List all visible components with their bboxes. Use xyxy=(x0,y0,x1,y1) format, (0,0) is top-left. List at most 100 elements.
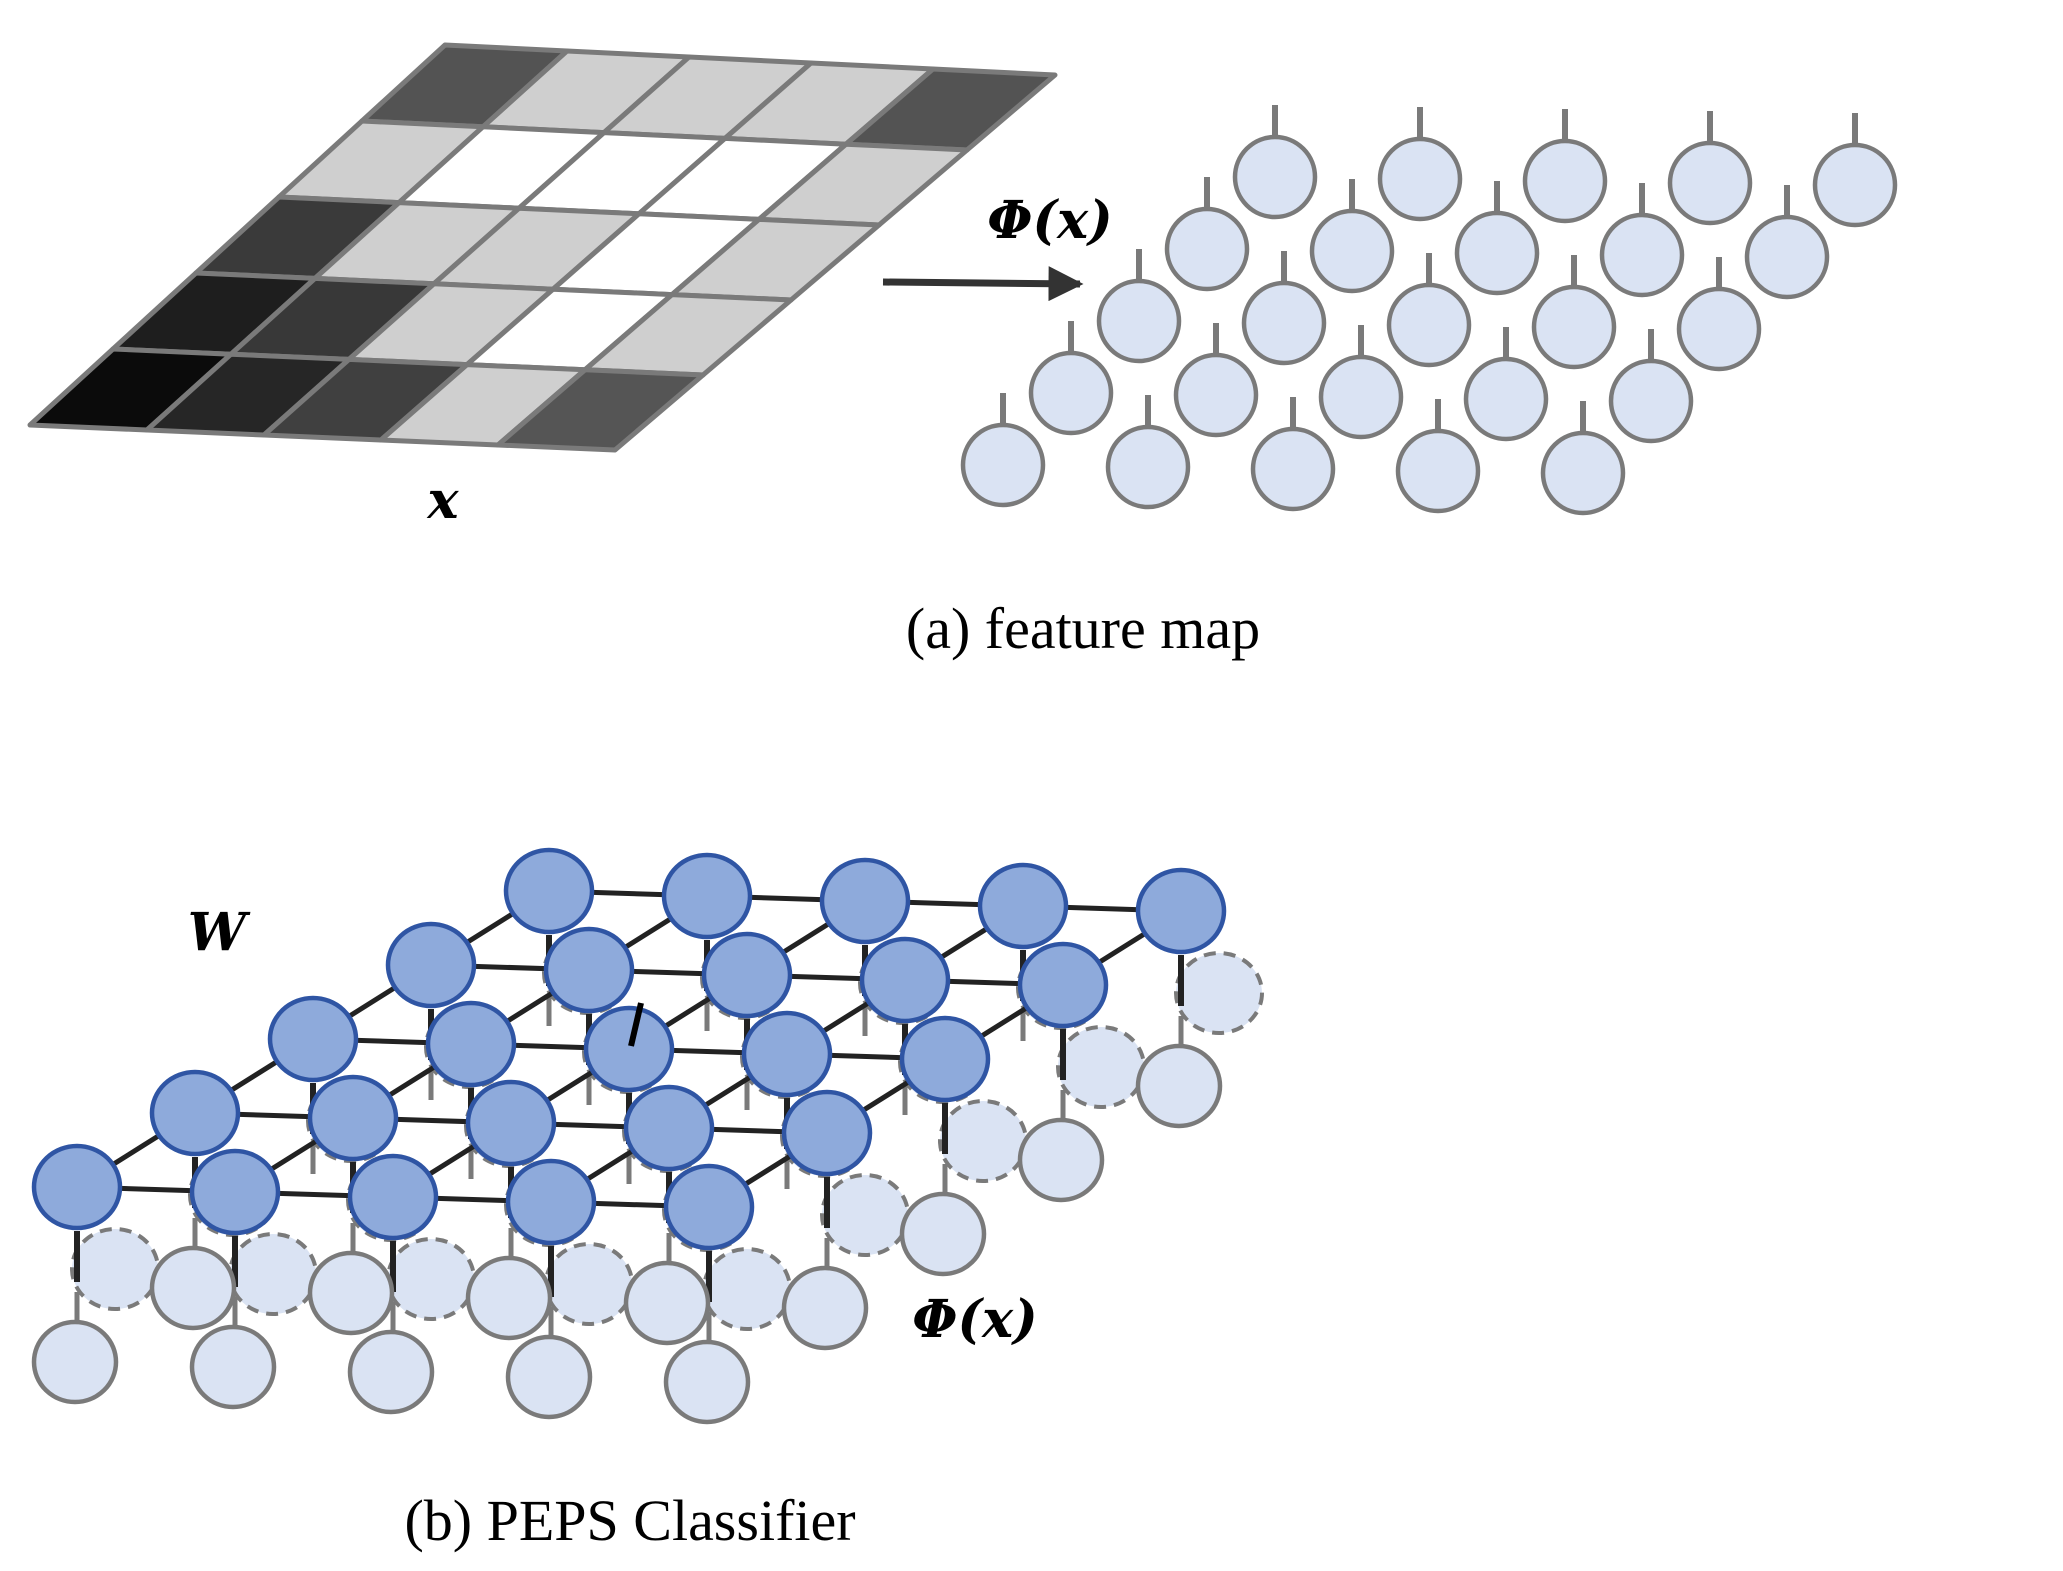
feature-map-label: Φ(x) xyxy=(987,190,1113,251)
ghost-node xyxy=(1174,951,1264,1035)
feature-circle xyxy=(1386,282,1472,368)
tensor-node xyxy=(859,936,951,1024)
feature-node xyxy=(1395,399,1481,514)
tensor-node xyxy=(781,1089,873,1177)
feature-node xyxy=(1135,1043,1223,1129)
feature-circle xyxy=(960,422,1046,508)
tensor-node xyxy=(505,1158,597,1246)
pixel-cell xyxy=(495,367,706,453)
feature-node xyxy=(1454,181,1540,296)
feature-node xyxy=(1540,401,1626,516)
feature-node xyxy=(505,1334,593,1420)
feature-node xyxy=(1017,1117,1105,1203)
feature-node xyxy=(960,393,1046,508)
feature-node xyxy=(1105,395,1191,510)
feature-circle xyxy=(1164,206,1250,292)
tensor-node xyxy=(663,1163,755,1251)
tensor-node xyxy=(661,852,753,940)
tensor-node xyxy=(465,1079,557,1167)
tensor-node xyxy=(819,857,911,945)
feature-node xyxy=(1812,113,1898,228)
pixel-grid xyxy=(27,42,1058,453)
caption-a: (a) feature map xyxy=(906,596,1260,661)
feature-node xyxy=(1241,251,1327,366)
tensor-node xyxy=(701,931,793,1019)
feature-node xyxy=(1744,185,1830,300)
feature-node xyxy=(465,1255,553,1341)
tensor-node xyxy=(1135,867,1227,955)
feature-circle xyxy=(1744,214,1830,300)
feature-circle xyxy=(1599,212,1685,298)
feature-node xyxy=(663,1339,751,1425)
feature-node xyxy=(1667,111,1753,226)
ghost-node xyxy=(1056,1025,1146,1109)
feature-node xyxy=(1028,321,1114,436)
feature-node xyxy=(1096,249,1182,364)
tensor-node xyxy=(1017,941,1109,1029)
feature-node xyxy=(781,1265,869,1351)
caption-b: (b) PEPS Classifier xyxy=(404,1488,855,1553)
tensor-node xyxy=(623,1084,715,1172)
feature-node xyxy=(1377,107,1463,222)
tensor-node xyxy=(899,1015,991,1103)
feature-circle xyxy=(1028,350,1114,436)
ghost-node xyxy=(386,1237,476,1321)
feature-circle xyxy=(1232,134,1318,220)
feature-circle xyxy=(1463,356,1549,442)
ghost-node xyxy=(70,1227,160,1311)
tensor-node xyxy=(385,921,477,1009)
tensor-node xyxy=(543,926,635,1014)
tensor-node xyxy=(583,1005,675,1093)
feature-circle xyxy=(1395,428,1481,514)
feature-label: Φ(x) xyxy=(912,1289,1038,1350)
tensor-node xyxy=(189,1148,281,1236)
feature-node xyxy=(1608,329,1694,444)
label-leg xyxy=(628,1002,644,1047)
feature-circle xyxy=(1241,280,1327,366)
feature-node xyxy=(899,1191,987,1277)
feature-circle xyxy=(1812,142,1898,228)
feature-circle xyxy=(1318,354,1404,440)
feature-circle xyxy=(1377,136,1463,222)
feature-nodes xyxy=(960,105,1898,516)
feature-circle xyxy=(1667,140,1753,226)
peps-network xyxy=(31,847,1264,1425)
tensor-node xyxy=(425,1000,517,1088)
feature-circle xyxy=(1173,352,1259,438)
feature-circle xyxy=(1608,358,1694,444)
feature-node xyxy=(1250,397,1336,512)
ghost-node xyxy=(702,1247,792,1331)
feature-node xyxy=(347,1329,435,1415)
feature-circle xyxy=(1531,284,1617,370)
tensor-node xyxy=(149,1069,241,1157)
input-label: x xyxy=(426,470,459,531)
feature-circle xyxy=(1250,426,1336,512)
feature-circle xyxy=(1105,424,1191,510)
feature-circle xyxy=(1454,210,1540,296)
tensor-node xyxy=(977,862,1069,950)
feature-node xyxy=(1173,323,1259,438)
feature-node xyxy=(1164,177,1250,292)
ghost-node xyxy=(228,1232,318,1316)
tensor-node xyxy=(307,1074,399,1162)
feature-circle xyxy=(1522,138,1608,224)
feature-map-arrow xyxy=(882,266,1084,302)
panel-a: x Φ(x) (a) feature map xyxy=(27,42,1898,661)
tensor-node xyxy=(347,1153,439,1241)
feature-node xyxy=(149,1245,237,1331)
ghost-node xyxy=(938,1099,1028,1183)
feature-node xyxy=(1232,105,1318,220)
feature-node xyxy=(1386,253,1472,368)
tensor-layer xyxy=(31,847,1227,1251)
weight-label: W xyxy=(188,902,251,963)
feature-circle xyxy=(1540,430,1626,516)
feature-node xyxy=(307,1250,395,1336)
ghost-node xyxy=(820,1173,910,1257)
tensor-node xyxy=(503,847,595,935)
panel-b: W Φ(x) (b) PEPS Classifier xyxy=(31,847,1264,1553)
tensor-node xyxy=(31,1143,123,1231)
feature-node xyxy=(189,1324,277,1410)
feature-node xyxy=(31,1319,119,1405)
feature-node xyxy=(1676,257,1762,372)
feature-node xyxy=(623,1260,711,1346)
